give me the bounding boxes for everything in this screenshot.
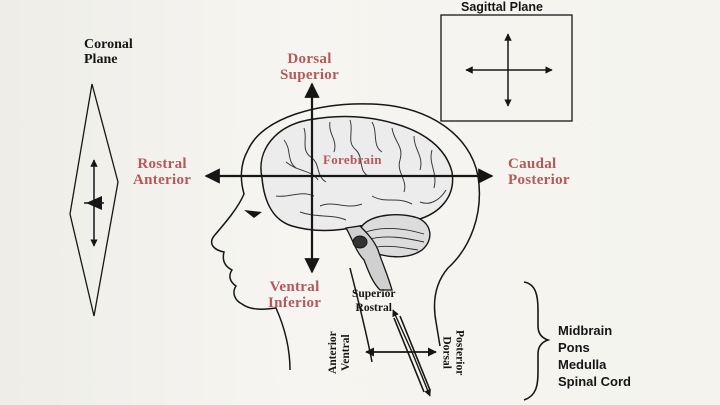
- caudal-posterior-label: Caudal Posterior: [508, 156, 570, 189]
- spinal-anterior-ventral-label: Anterior Ventral: [327, 331, 352, 374]
- plane-word: Plane: [84, 51, 118, 67]
- rostral-label: Rostral: [137, 156, 187, 172]
- spinal-posterior-label: Posterior: [453, 329, 466, 376]
- anterior-label: Anterior: [133, 171, 192, 188]
- ventral-inferior-label: Ventral Inferior: [268, 279, 322, 312]
- rostral-anterior-label: Rostral Anterior: [133, 156, 192, 189]
- spinal-posterior-dorsal-label: Posterior Dorsal: [440, 329, 466, 376]
- region-medulla: Medulla: [558, 357, 607, 372]
- forebrain-label: Forebrain: [323, 152, 382, 167]
- region-pons: Pons: [558, 340, 590, 355]
- superior-label: Superior: [280, 66, 340, 83]
- coronal-plane-label: Coronal Plane: [84, 37, 133, 67]
- spinal-superior-rostral-label: Superior Rostral: [352, 288, 395, 316]
- spinal-dorsal-label: Dorsal: [440, 336, 453, 369]
- caudal-label: Caudal: [508, 156, 557, 172]
- spinal-anterior-label: Anterior: [326, 331, 339, 375]
- ventral-label: Ventral: [269, 279, 320, 295]
- posterior-label: Posterior: [508, 171, 570, 188]
- dorsal-superior-label: Dorsal Superior: [280, 51, 340, 84]
- spinal-cord-arrow: [392, 309, 431, 397]
- spinal-rostral-label: Rostral: [355, 301, 392, 314]
- sagittal-plane-figure: [440, 14, 573, 122]
- coronal-plane-figure: [69, 83, 119, 317]
- inferior-label: Inferior: [268, 294, 322, 311]
- spinal-ventral-label: Ventral: [339, 334, 352, 371]
- brain-regions-list: Midbrain Pons Medulla Spinal Cord: [558, 322, 631, 390]
- spinal-superior-label: Superior: [352, 288, 396, 300]
- brain-illustration: [244, 115, 454, 291]
- dorsal-label: Dorsal: [287, 51, 332, 67]
- region-spinal-cord: Spinal Cord: [558, 374, 631, 389]
- coronal-word: Coronal: [84, 37, 133, 52]
- region-midbrain: Midbrain: [558, 323, 613, 338]
- sagittal-plane-label: Sagittal Plane: [461, 0, 543, 14]
- brain-regions-brace: [523, 281, 551, 401]
